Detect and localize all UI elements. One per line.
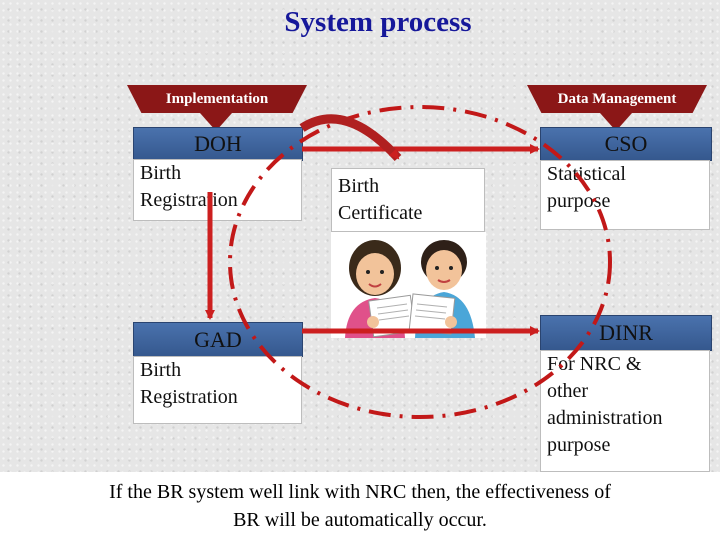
page-title: System process [284,6,472,38]
children-with-certificate-illustration [331,232,486,338]
dinr-box: For NRC & other administration purpose [540,350,710,472]
caption-box: If the BR system well link with NRC then… [0,472,720,540]
doh-line-1: Birth [140,162,182,184]
gad-box: Birth Registration [133,356,302,424]
data-management-header: Data Management [527,85,707,113]
cso-line-1: Statistical [547,163,626,185]
doh-line-2: Registration [140,189,238,211]
dashed-cycle-ring [228,105,612,419]
certificate-line-1: Birth [338,175,380,197]
dinr-line-2: other [547,380,589,402]
caption-line-1: If the BR system well link with NRC then… [109,481,611,503]
implementation-header-pointer [200,113,232,131]
gad-line-1: Birth [140,359,182,381]
cso-header: CSO [540,127,712,161]
dinr-header: DINR [540,315,712,351]
dinr-line-4: purpose [547,434,611,456]
doh-to-certificate-arrow [299,114,402,162]
doh-box: Birth Registration [133,159,302,221]
dinr-line-3: administration [547,407,663,429]
implementation-header: Implementation [127,85,307,113]
birth-certificate-box: Birth Certificate [331,168,485,232]
gad-line-2: Registration [140,386,238,408]
doh-header: DOH [133,127,303,161]
certificate-line-2: Certificate [338,202,423,224]
cso-box: Statistical purpose [540,160,710,230]
data-management-header-pointer [600,113,632,131]
caption-line-2: BR will be automatically occur. [233,509,487,531]
cso-line-2: purpose [547,190,611,212]
